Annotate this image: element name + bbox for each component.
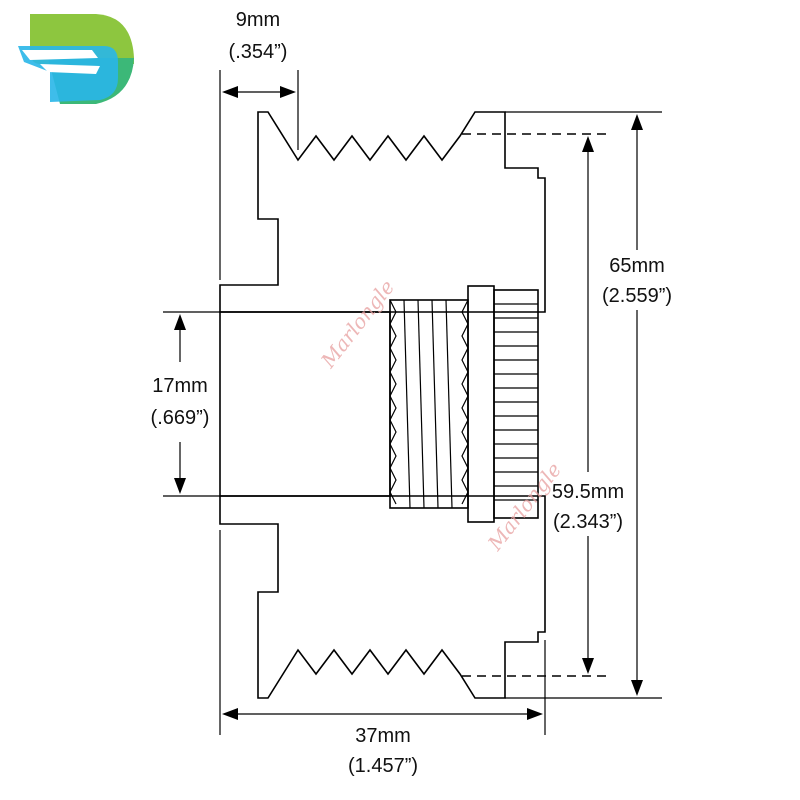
top-width-inch-label: (.354”) <box>229 41 288 63</box>
bore-inch-label: (.669”) <box>151 407 210 429</box>
top-width-mm-label: 9mm <box>236 9 280 31</box>
pulley-lower-section <box>219 495 546 699</box>
logo-white-wing <box>22 50 98 60</box>
outer-diameter-inch-label: (2.559”) <box>602 285 672 307</box>
watermark-upper: Marlongle <box>315 275 399 373</box>
dim-overall-width <box>222 708 543 720</box>
extension-lines <box>163 70 662 735</box>
overall-width-inch-label: (1.457”) <box>348 755 418 777</box>
dim-top-width <box>222 86 296 98</box>
bore-mm-label: 17mm <box>152 375 208 397</box>
threaded-section <box>389 299 469 509</box>
logo-white-wing-lower <box>40 64 100 74</box>
dim-groove-diameter <box>582 136 594 674</box>
spline-section <box>467 285 539 523</box>
outer-diameter-mm-label: 65mm <box>609 255 665 277</box>
brand-logo <box>18 14 134 104</box>
pulley-upper-section <box>219 111 546 313</box>
dim-outer-diameter <box>631 114 643 696</box>
groove-diameter-inch-label: (2.343”) <box>553 511 623 533</box>
overall-width-mm-label: 37mm <box>355 725 411 747</box>
dim-bore <box>174 314 186 494</box>
bore-cavity <box>219 311 391 497</box>
logo-cyan-segment <box>18 46 118 102</box>
groove-diameter-mm-label: 59.5mm <box>552 481 624 503</box>
